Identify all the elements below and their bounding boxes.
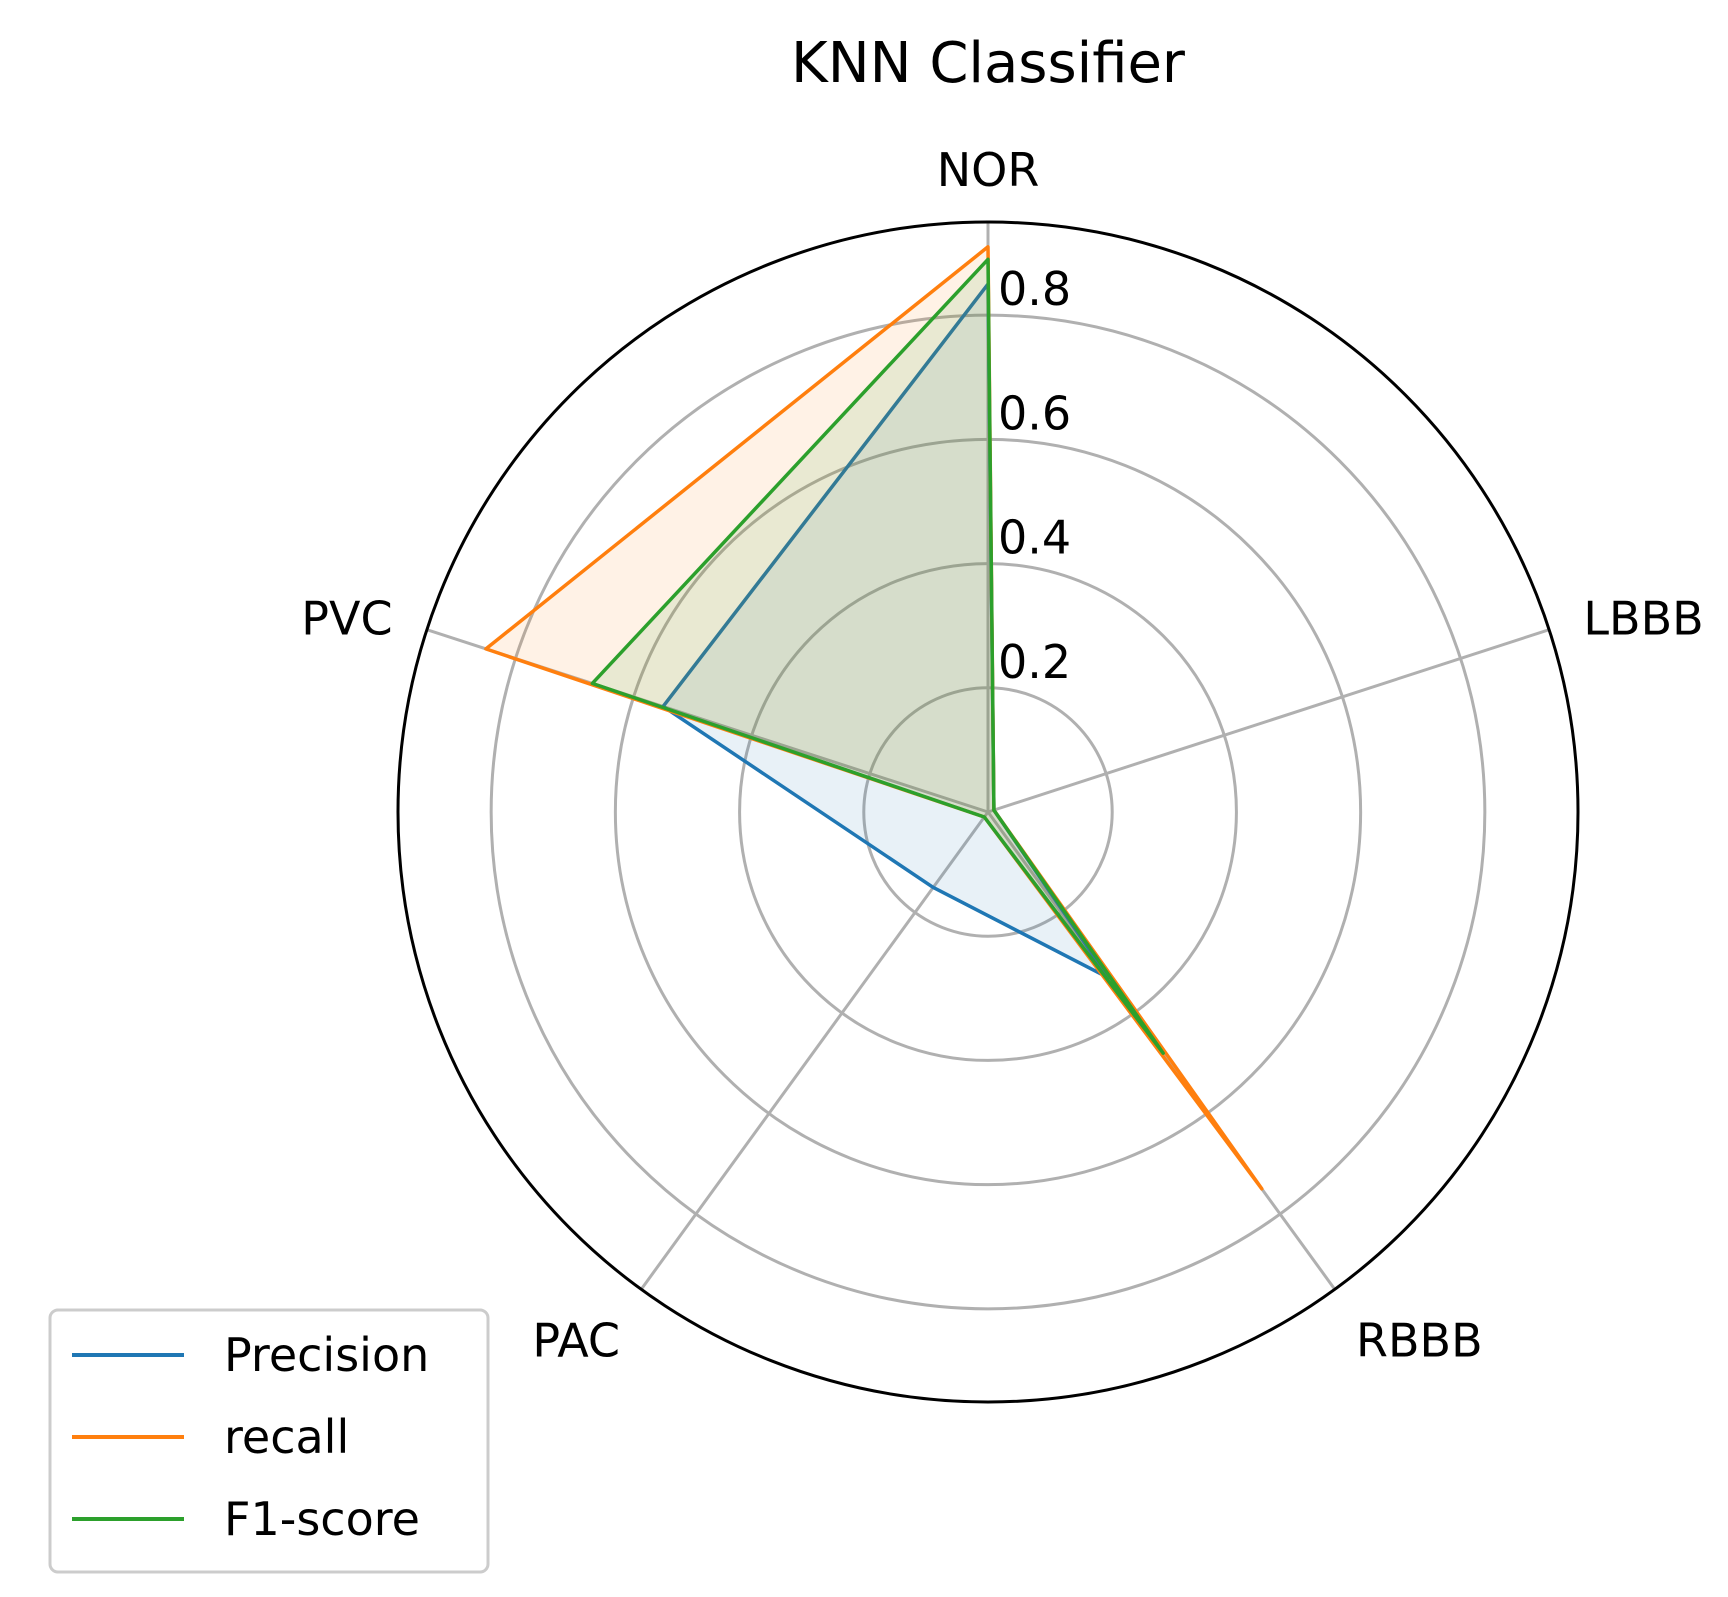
category-label-pac: PAC xyxy=(532,1313,620,1367)
category-label-rbbb: RBBB xyxy=(1356,1313,1483,1367)
category-label-nor: NOR xyxy=(937,143,1040,197)
legend-item: recall xyxy=(72,1410,349,1464)
legend-label: recall xyxy=(224,1410,349,1464)
series-fill-recall xyxy=(485,246,1262,1189)
series-line-f1-score xyxy=(590,257,1165,1055)
category-label-pvc: PVC xyxy=(301,592,392,646)
radial-tick-label: 0.6 xyxy=(998,386,1071,440)
category-label-lbbb: LBBB xyxy=(1583,592,1703,646)
polar-frame xyxy=(396,220,1580,1404)
series-fill-f1-score xyxy=(592,259,1164,1054)
chart-title: KNN Classifier xyxy=(791,31,1186,96)
series-fill-precision xyxy=(663,284,1109,978)
legend-item: Precision xyxy=(72,1328,429,1382)
radial-tick-labels: 0.2 0.4 0.6 0.8 xyxy=(998,262,1071,689)
series-layer xyxy=(484,245,1264,1191)
radial-tick-label: 0.4 xyxy=(998,511,1071,565)
legend-label: F1-score xyxy=(224,1492,420,1546)
legend-label: Precision xyxy=(224,1328,429,1382)
radial-tick-label: 0.2 xyxy=(998,635,1071,689)
legend-frame xyxy=(48,1308,490,1574)
category-labels: NOR LBBB RBBB PAC PVC xyxy=(301,143,1703,1367)
legend-item: F1-score xyxy=(72,1492,420,1546)
spoke-lbbb xyxy=(987,628,1550,814)
spoke-pac xyxy=(639,811,990,1291)
radial-tick-label: 0.8 xyxy=(998,262,1071,316)
